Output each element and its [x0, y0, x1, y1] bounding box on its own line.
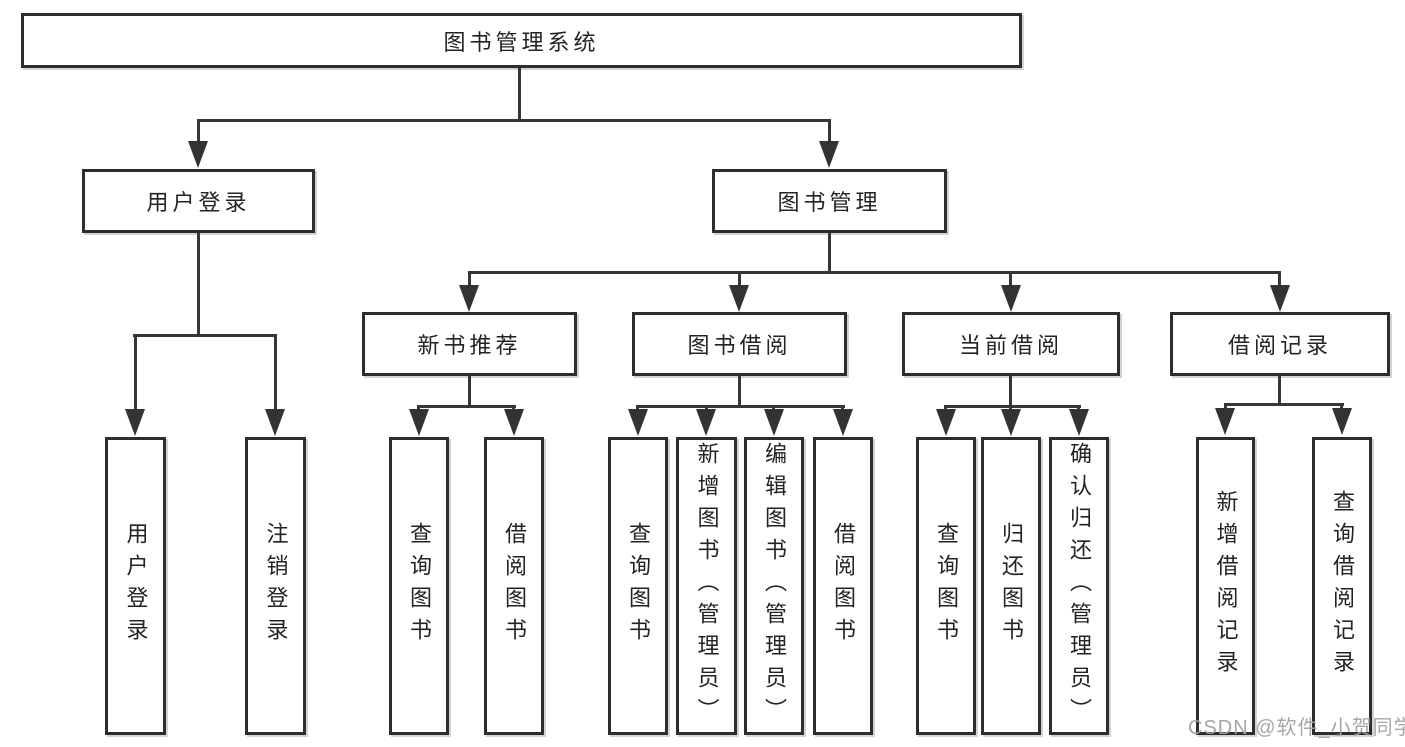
node-new-book-recommend: 新书推荐 — [362, 312, 577, 376]
arrowhead-query-record — [1332, 408, 1352, 435]
leaf-logout: 注销登录 — [245, 437, 306, 735]
leaf-borrow-book-recommend: 借阅图书 — [484, 437, 544, 735]
arrowhead-leaf-user-login — [125, 409, 145, 436]
connector-current-borrow-stem — [1009, 376, 1012, 407]
leaf-query-book-recommend: 查询图书 — [389, 437, 449, 735]
leaf-add-borrow-record: 新增借阅记录 — [1196, 437, 1255, 735]
arrowhead-confirm-return — [1069, 409, 1089, 436]
leaf-query-book-borrow: 查询图书 — [608, 437, 668, 735]
connector-root-bar — [197, 119, 831, 122]
arrowhead-query-book-3 — [936, 409, 956, 436]
leaf-query-book-current: 查询图书 — [916, 437, 976, 735]
connector-to-current-borrow — [1009, 271, 1012, 291]
arrowhead-new-book-recommend — [459, 285, 479, 312]
node-current-borrow: 当前借阅 — [902, 312, 1120, 376]
connector-book-management-bar — [468, 271, 1281, 274]
node-library-system: 图书管理系统 — [21, 13, 1022, 68]
node-borrow-records: 借阅记录 — [1170, 312, 1390, 376]
connector-to-new-book-recommend — [468, 271, 471, 291]
arrowhead-return-book — [1001, 409, 1021, 436]
arrowhead-query-book-2 — [628, 409, 648, 436]
connector-to-leaf-user-login — [134, 334, 137, 410]
connector-book-borrow-bar — [636, 405, 845, 408]
node-user-login: 用户登录 — [82, 169, 315, 233]
leaf-confirm-return-admin: 确认归还（管理员） — [1049, 437, 1109, 735]
csdn-watermark: CSDN @软件_小贺同学 — [1188, 717, 1405, 739]
arrowhead-current-borrow — [1001, 285, 1021, 312]
arrowhead-book-borrow — [729, 285, 749, 312]
connector-to-book-borrow — [738, 271, 741, 291]
connector-to-user-login — [197, 119, 200, 146]
connector-book-borrow-stem — [738, 376, 741, 407]
leaf-user-login: 用户登录 — [105, 437, 166, 735]
connector-records-stem — [1278, 376, 1281, 405]
arrowhead-query-book-1 — [409, 409, 429, 436]
connector-records-bar — [1224, 403, 1344, 406]
arrowhead-edit-book — [764, 409, 784, 436]
leaf-query-borrow-record: 查询借阅记录 — [1312, 437, 1372, 735]
arrowhead-book-management — [819, 141, 839, 168]
node-book-management: 图书管理 — [712, 169, 947, 233]
arrowhead-add-record — [1215, 408, 1235, 435]
connector-to-leaf-logout — [274, 334, 277, 410]
connector-to-borrow-records — [1278, 271, 1281, 291]
connector-recommend-bar — [417, 405, 516, 408]
arrowhead-borrow-book-2 — [833, 409, 853, 436]
arrowhead-borrow-book-1 — [504, 409, 524, 436]
connector-recommend-stem — [468, 376, 471, 407]
leaf-return-book: 归还图书 — [981, 437, 1041, 735]
leaf-borrow-book: 借阅图书 — [813, 437, 873, 735]
connector-user-login-stem — [197, 233, 200, 336]
arrowhead-borrow-records — [1270, 285, 1290, 312]
connector-current-borrow-bar — [944, 405, 1081, 408]
node-book-borrow: 图书借阅 — [632, 312, 847, 376]
connector-to-book-management — [828, 119, 831, 146]
arrowhead-leaf-logout — [265, 409, 285, 436]
arrowhead-add-book — [696, 409, 716, 436]
connector-user-login-bar — [133, 334, 277, 337]
leaf-edit-book-admin: 编辑图书（管理员） — [744, 437, 804, 735]
arrowhead-user-login — [188, 141, 208, 168]
leaf-add-book-admin: 新增图书（管理员） — [676, 437, 737, 735]
connector-book-management-stem — [828, 233, 831, 273]
connector-root-stem — [518, 68, 521, 121]
